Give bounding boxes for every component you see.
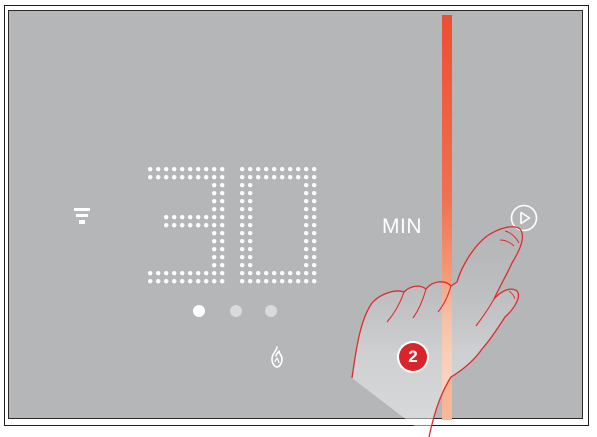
temperature-display: 30 [144,161,324,291]
step-badge: 2 [399,343,427,371]
page-dot-2[interactable] [230,305,242,317]
play-icon[interactable] [509,203,539,233]
fan-speed-icon[interactable] [72,205,92,227]
digit-3 [148,167,224,283]
page-dot-1[interactable] [193,305,205,317]
thermostat-screen: 30 MIN [8,10,583,419]
page-dot-3[interactable] [265,305,277,317]
flame-icon [268,345,286,369]
page-indicator [193,305,283,325]
unit-label: MIN [382,215,422,239]
light-bar [440,5,454,425]
digit-0 [240,167,316,283]
